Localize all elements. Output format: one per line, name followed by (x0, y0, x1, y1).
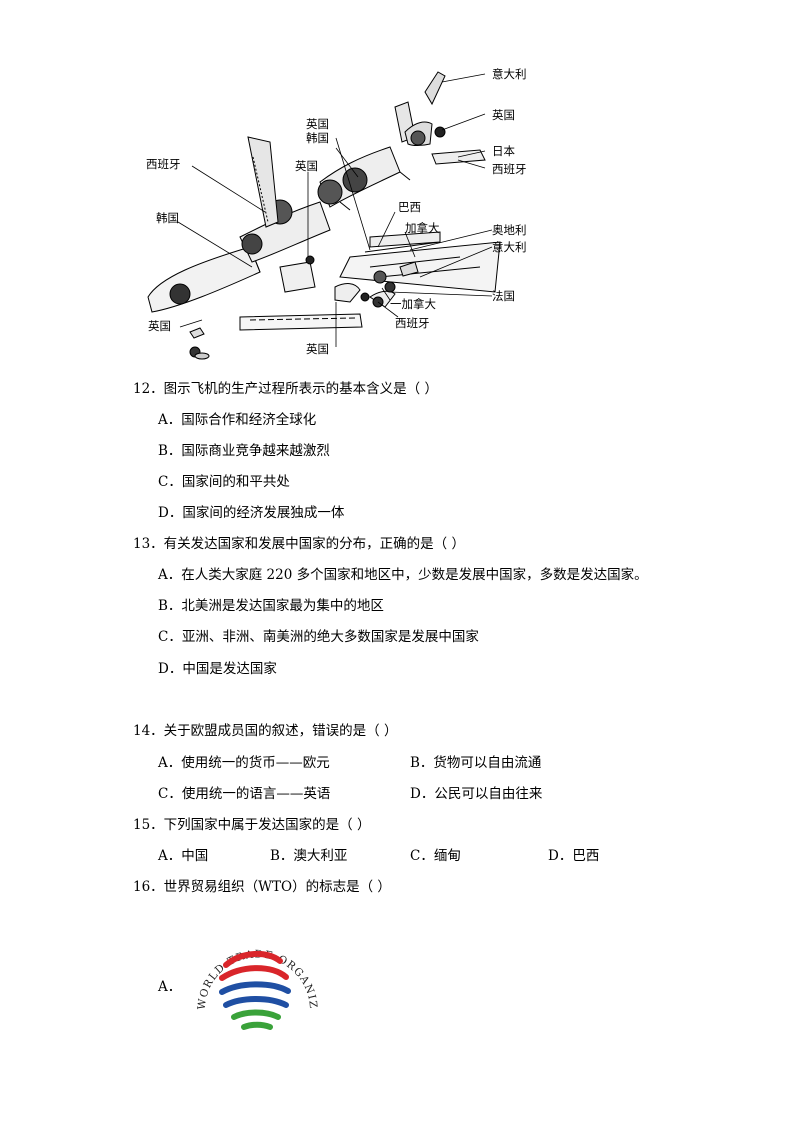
label-italy-top: 意大利 (492, 67, 527, 81)
airplane-drawing (147, 71, 501, 360)
wto-logo-bands (219, 951, 291, 1030)
label-uk-top: 英国 (492, 108, 515, 122)
question-12-option-a: A．国际合作和经济全球化 (158, 412, 317, 428)
label-spain-low: 西班牙 (395, 316, 430, 330)
question-13-option-d: D．中国是发达国家 (158, 661, 277, 677)
label-austria: 奥地利 (492, 223, 527, 237)
label-spain-left: 西班牙 (146, 157, 181, 171)
label-korea-left: 韩国 (156, 211, 179, 225)
question-14-option-b: B．货物可以自由流通 (410, 755, 542, 771)
question-15-option-d: D．巴西 (548, 848, 600, 864)
question-13-option-b: B．北美洲是发达国家最为集中的地区 (158, 598, 384, 614)
question-13-stem: 13．有关发达国家和发展中国家的分布，正确的是（ ） (133, 536, 465, 552)
label-spain-right: 西班牙 (492, 162, 527, 176)
label-canada-low: 一加拿大 (390, 297, 436, 311)
label-france: 法国 (492, 289, 515, 303)
label-korea-top: 韩国 (306, 131, 329, 145)
question-15-option-c: C．缅甸 (410, 848, 461, 864)
question-13-option-c: C．亚洲、非洲、南美洲的绝大多数国家是发展中国家 (158, 629, 479, 645)
wto-band-blue-2 (223, 996, 289, 1008)
wto-logo: WORLD TRADE ORGANIZATION (190, 925, 318, 1030)
question-16-option-a: A． (158, 979, 182, 995)
question-16-stem: 16．世界贸易组织（WTO）的标志是（ ） (133, 879, 391, 895)
label-uk-mid: 英国 (295, 159, 318, 173)
wto-band-green-2 (241, 1021, 273, 1030)
question-14-option-c: C．使用统一的语言——英语 (158, 786, 331, 802)
label-uk-left-low: 英国 (148, 319, 171, 333)
question-14-stem: 14．关于欧盟成员国的叙述，错误的是（ ） (133, 723, 398, 739)
wto-band-green-1 (231, 1009, 281, 1020)
question-14-option-a: A．使用统一的货币——欧元 (158, 755, 330, 771)
label-uk-bottom: 英国 (306, 342, 329, 356)
question-15-stem: 15．下列国家中属于发达国家的是（ ） (133, 817, 371, 833)
wto-band-red-1 (223, 951, 283, 968)
country-labels: 意大利 英国 日本 西班牙 英国 韩国 西班牙 英国 巴西 加拿大 奥地利 意大… (146, 67, 527, 356)
label-brazil: 巴西 (398, 200, 421, 214)
label-japan: 日本 (492, 144, 515, 158)
question-12-stem: 12．图示飞机的生产过程所表示的基本含义是（ ） (133, 381, 438, 397)
question-12-option-b: B．国际商业竞争越来越激烈 (158, 443, 330, 459)
question-12-option-d: D．国家间的经济发展独成一体 (158, 505, 345, 521)
question-14-option-d: D．公民可以自由往来 (410, 786, 543, 802)
label-canada-mid: 加拿大 (405, 221, 440, 235)
question-15-option-b: B．澳大利亚 (270, 848, 348, 864)
label-uk-left-top: 英国 (306, 117, 329, 131)
wto-band-red-2 (219, 965, 289, 981)
question-12-option-c: C．国家间的和平共处 (158, 474, 290, 490)
label-italy-right: 意大利 (492, 240, 527, 254)
wto-band-blue-1 (219, 981, 291, 995)
question-13-option-a: A．在人类大家庭 220 多个国家和地区中，少数是发展中国家，多数是发达国家。 (158, 567, 648, 583)
airplane-diagram: 意大利 英国 日本 西班牙 英国 韩国 西班牙 英国 巴西 加拿大 奥地利 意大… (146, 67, 527, 360)
question-15-option-a: A．中国 (158, 848, 209, 864)
leader-lines (177, 73, 493, 347)
